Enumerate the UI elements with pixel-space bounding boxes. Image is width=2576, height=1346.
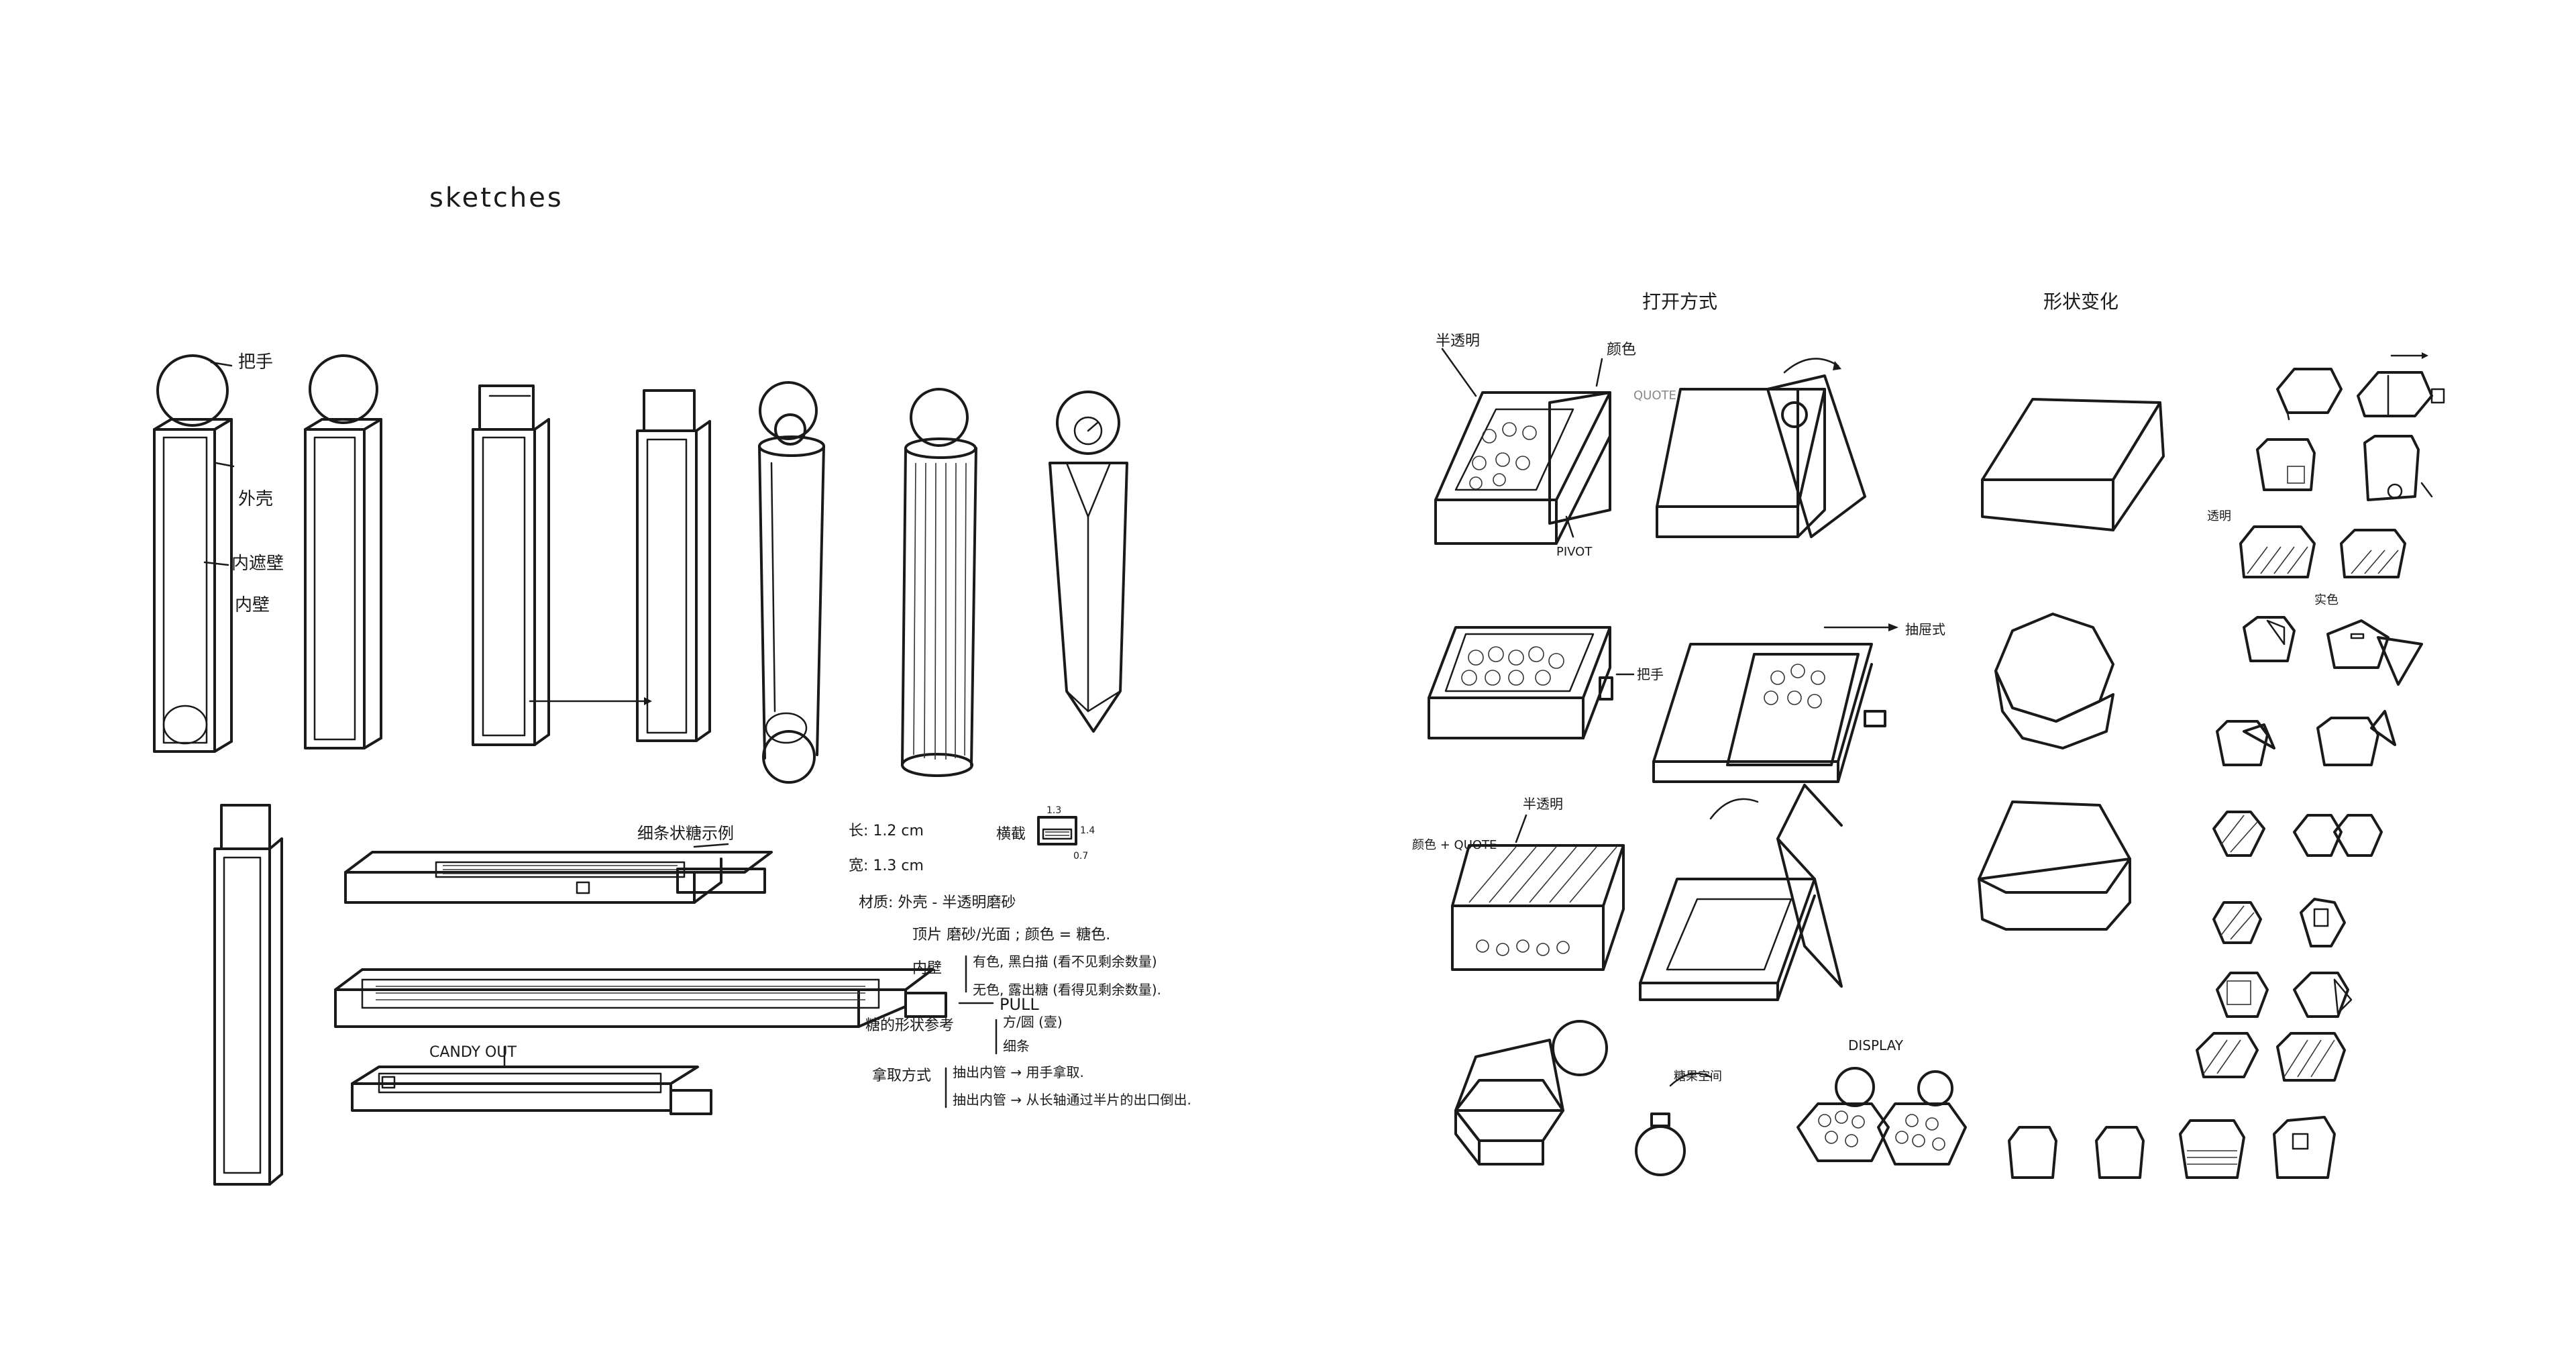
cross-section-diagram — [1037, 816, 1077, 845]
label-candy-demo: 细条状糖示例 — [637, 824, 734, 843]
label-inner-wall-2: 内壁 — [235, 595, 270, 615]
page-title: sketches — [429, 183, 564, 213]
label-inner-wall: 内遮壁 — [231, 554, 284, 574]
box-sketch-6 — [1639, 784, 1843, 1001]
drawer-sketch-1 — [344, 843, 773, 904]
note-candy-shape: 糖的形状参考 — [865, 1017, 954, 1034]
bottle-sketch — [1635, 1072, 1712, 1176]
drawer-sketch-2 — [334, 968, 994, 1028]
label-color: 颜色 — [1607, 342, 1636, 358]
note-material: 材质: 外壳 - 半透明磨砂 — [859, 894, 1016, 911]
shape-sketch-octagon — [1994, 613, 2114, 749]
label-outer-shell: 外壳 — [238, 489, 273, 509]
box-sketch-1 — [1434, 348, 1611, 545]
label-candy-out: CANDY OUT — [429, 1044, 517, 1061]
label-candy-space: 糖果空间 — [1674, 1070, 1722, 1084]
label-handle-box: 把手 — [1637, 666, 1664, 682]
note-take-a: 抽出内管 → 用手拿取. — [953, 1064, 1084, 1080]
dim-c: 0.7 — [1073, 851, 1088, 862]
box-sketch-4 — [1652, 623, 1898, 783]
label-pull: PULL — [1000, 995, 1039, 1014]
box-sketch-2 — [1656, 358, 1866, 538]
label-display: DISPLAY — [1848, 1037, 1904, 1053]
section-title-opening: 打开方式 — [1642, 291, 1718, 313]
note-length: 长: 1.2 cm — [849, 823, 924, 839]
label-semi-transparent-2: 半透明 — [1523, 796, 1563, 812]
display-sketch — [1796, 1067, 1967, 1166]
box-sketch-5 — [1451, 814, 1625, 971]
label-color-quote: 颜色 + QUOTE — [1412, 838, 1497, 852]
drawer-sketch-3 — [351, 1045, 712, 1115]
note-section-label: 横截 — [996, 826, 1026, 843]
note-inner-wall: 内壁 — [912, 960, 942, 977]
tube-sketch-2 — [304, 354, 382, 749]
tube-sketch-3 — [472, 384, 652, 746]
note-top: 顶片 磨砂/光面 ; 颜色 = 糖色. — [912, 927, 1110, 943]
tube-sketch-6 — [901, 388, 977, 777]
tube-sketch-4 — [636, 389, 711, 742]
dim-b: 1.4 — [1080, 825, 1095, 836]
shape-sketch-rounded-cube — [1978, 800, 2131, 931]
note-inner-a: 有色, 黑白描 (看不见剩余数量) — [973, 953, 1157, 970]
label-solid: 实色 — [2314, 593, 2339, 607]
note-take-method: 拿取方式 — [872, 1067, 931, 1084]
box-sketch-7 — [1454, 1020, 1608, 1166]
label-quote: QUOTE — [1633, 389, 1676, 403]
note-inner-b: 无色, 露出糖 (看得见剩余数量). — [973, 982, 1161, 998]
dim-a: 1.3 — [1046, 805, 1061, 816]
label-pull-out: 抽屉式 — [1905, 621, 1945, 637]
tube-sketch-7 — [1049, 391, 1128, 733]
label-handle: 把手 — [238, 352, 273, 372]
tube-sketch-5 — [758, 381, 825, 784]
note-shape-a: 方/圆 (壹) — [1003, 1014, 1063, 1030]
tube-sketch-1 — [153, 354, 235, 753]
section-title-shape: 形状变化 — [2043, 291, 2119, 313]
shape-sketch-cube — [1981, 398, 2165, 531]
tube-sketch-8 — [213, 804, 283, 1186]
label-transparent: 透明 — [2207, 509, 2231, 523]
note-shape-b: 细条 — [1003, 1038, 1030, 1054]
note-take-b: 抽出内管 → 从长轴通过半片的出口倒出. — [953, 1092, 1191, 1108]
mini-sketch-grid — [2008, 352, 2445, 1179]
label-semi-transparent: 半透明 — [1436, 333, 1480, 350]
label-pivot: PIVOT — [1556, 545, 1593, 559]
note-width: 宽: 1.3 cm — [849, 858, 924, 874]
box-sketch-3 — [1428, 626, 1635, 739]
